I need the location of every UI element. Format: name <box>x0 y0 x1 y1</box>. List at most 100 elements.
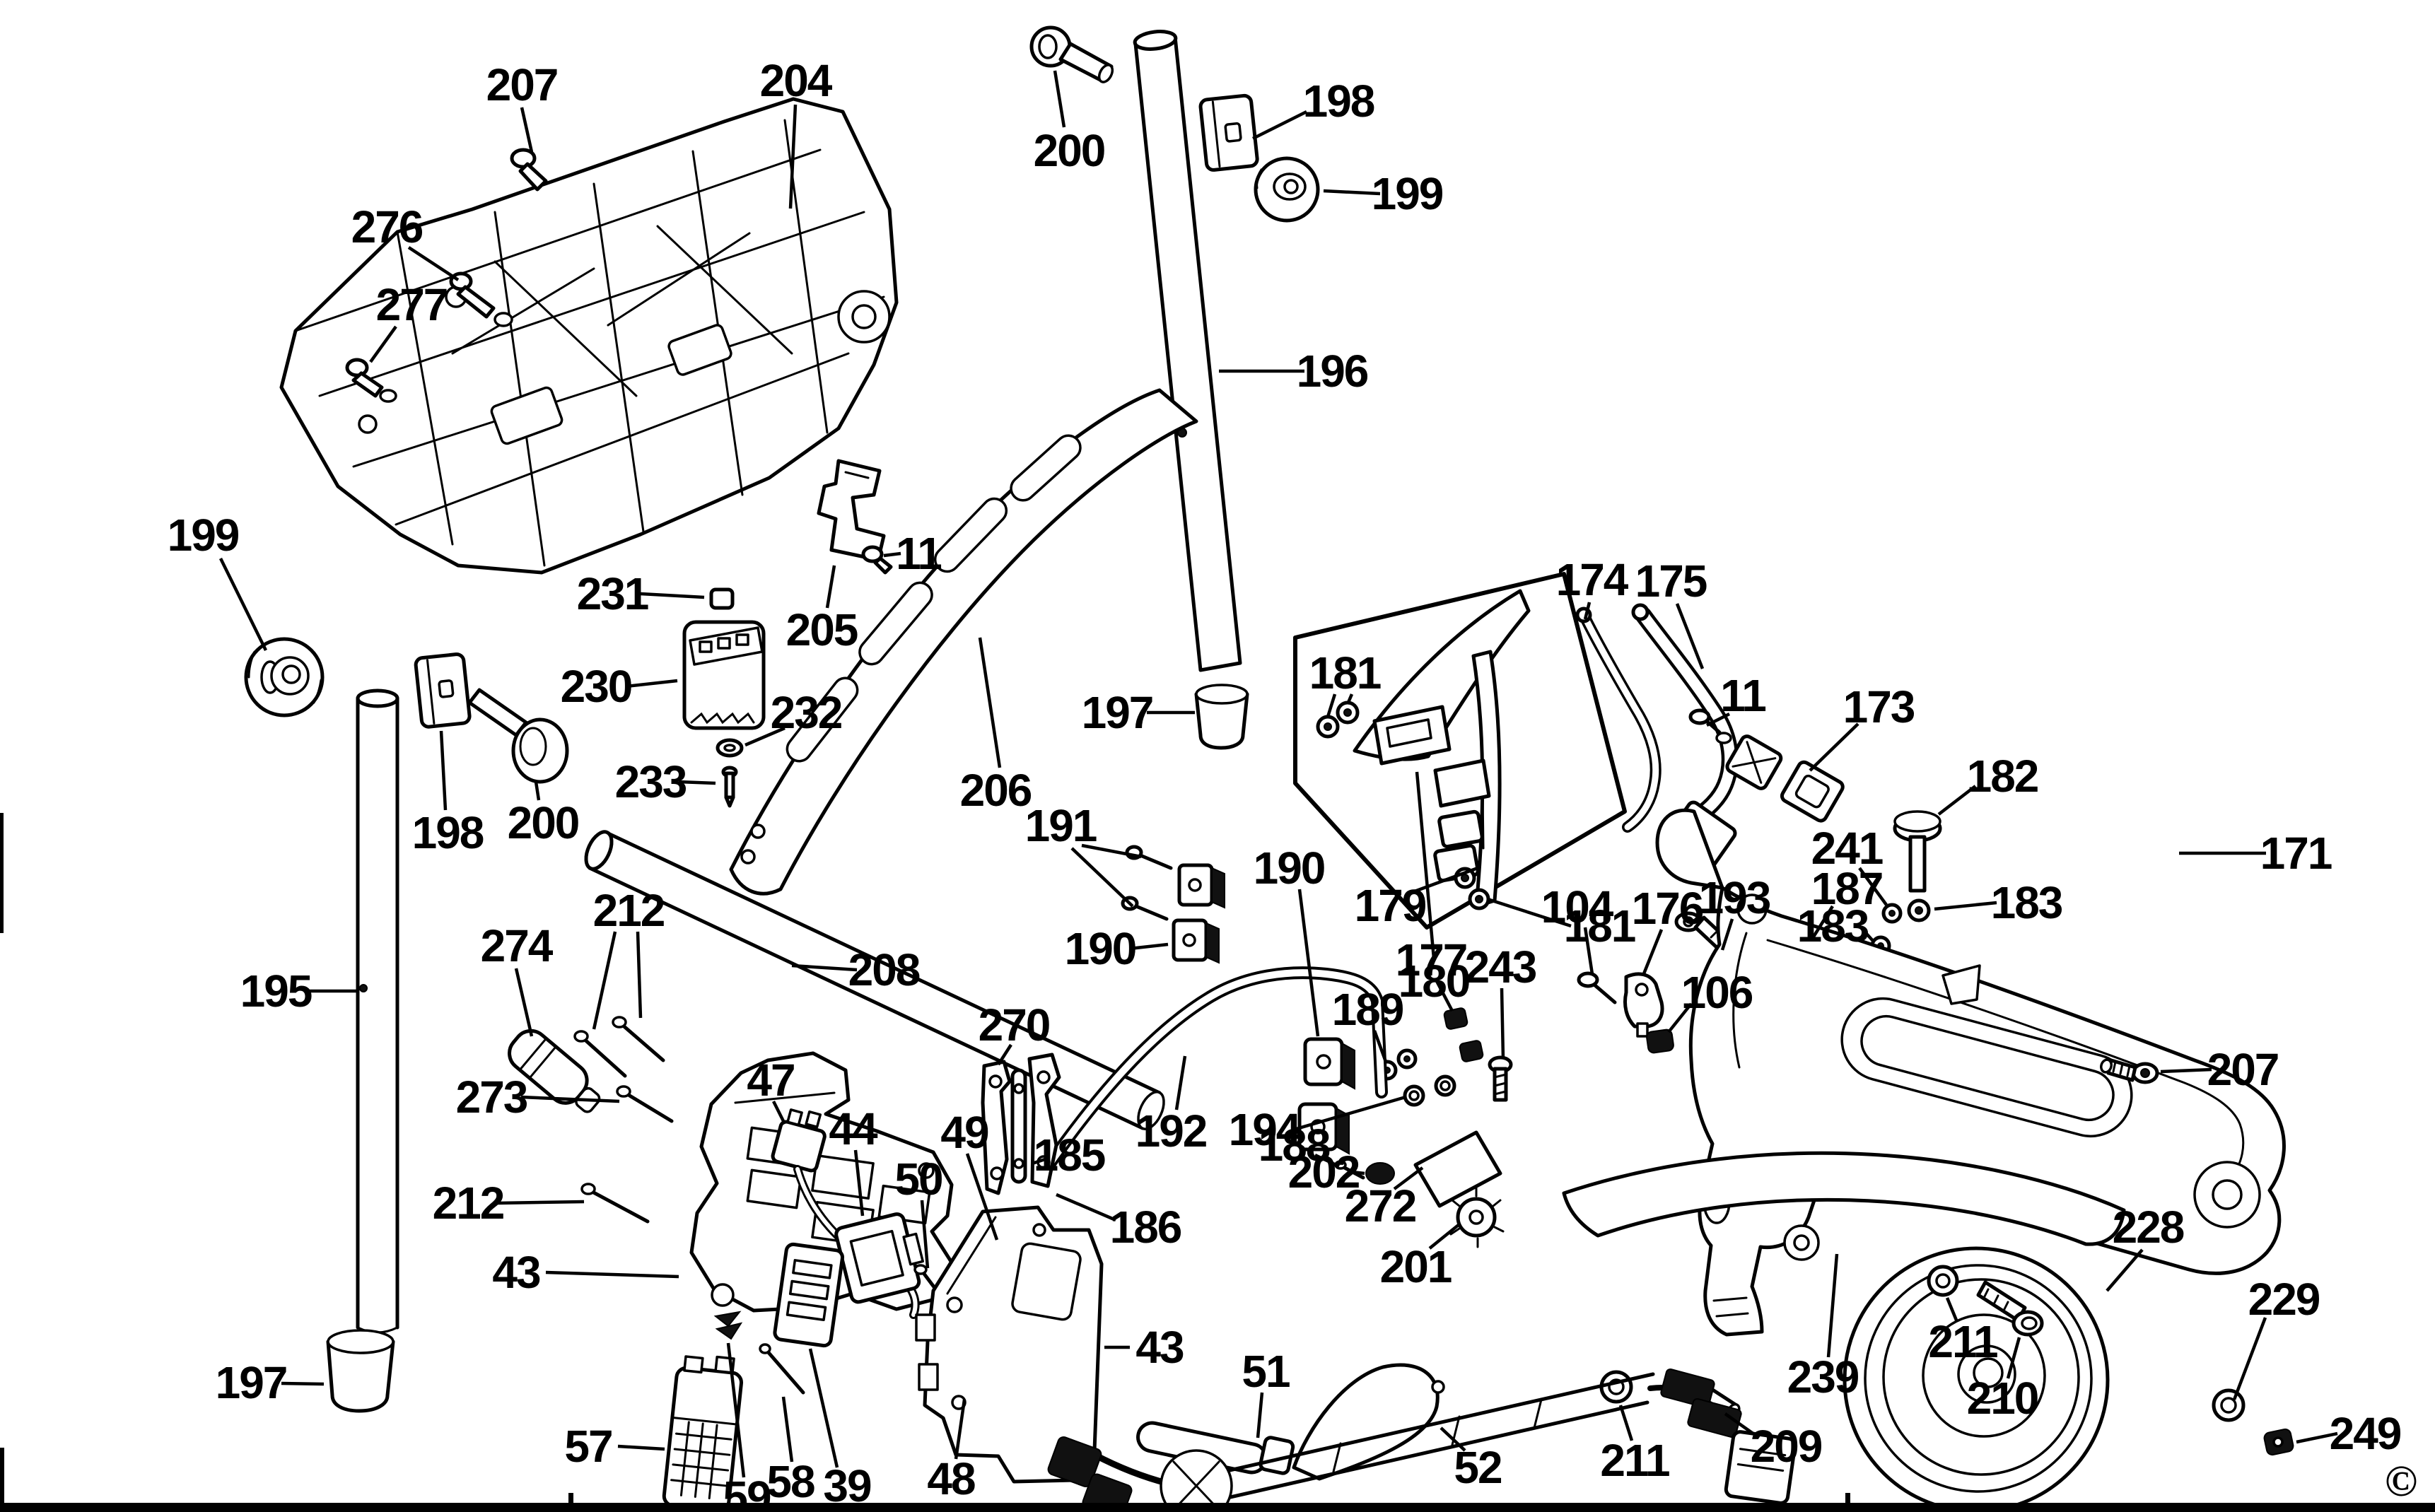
part-label-272: 272 <box>1345 1180 1416 1231</box>
leader-line-48 <box>954 1399 967 1460</box>
part-label-197: 197 <box>216 1357 287 1408</box>
leader-line-229 <box>2232 1317 2267 1400</box>
part-label-47: 47 <box>747 1055 794 1106</box>
part-label-243: 243 <box>1465 942 1536 992</box>
leader-line-185 <box>1032 1157 1046 1166</box>
part-label-177: 177 <box>1396 934 1467 985</box>
part-200-bolt-mid-drawing <box>467 688 569 784</box>
part-label-195: 195 <box>240 966 312 1016</box>
part-label-43: 43 <box>492 1247 540 1298</box>
part-label-185: 185 <box>1034 1130 1105 1180</box>
part-label-50: 50 <box>894 1154 942 1205</box>
part-174-wrench-drawing <box>1575 606 1662 833</box>
leader-line-201 <box>1428 1223 1461 1250</box>
part-204-main-frame-drawing <box>279 97 899 575</box>
part-239-curved-guard-drawing <box>1562 1151 2126 1246</box>
part-210-axle-bolt-drawing <box>1976 1280 2044 1337</box>
leader-line-47 <box>771 1100 787 1125</box>
part-label-197: 197 <box>1082 687 1153 738</box>
leader-line-197 <box>281 1381 325 1386</box>
page-borders <box>0 813 2435 1512</box>
part-label-274: 274 <box>481 920 554 971</box>
part-58-pin-drawing <box>759 1343 805 1395</box>
leader-line-190 <box>1297 889 1320 1037</box>
part-label-194: 194 <box>1229 1104 1302 1155</box>
leader-line-273 <box>520 1095 620 1103</box>
part-label-229: 229 <box>2248 1274 2320 1325</box>
part-label-180: 180 <box>1398 956 1470 1007</box>
leader-line-230 <box>626 679 678 688</box>
part-197-foot-left-drawing <box>326 1329 395 1413</box>
part-198-clip-top-drawing <box>1198 93 1259 172</box>
part-205-bracket-drawing <box>817 459 886 562</box>
part-label-207: 207 <box>2207 1044 2279 1095</box>
leader-line-104 <box>1583 927 1594 975</box>
leader-line-199 <box>1323 189 1381 196</box>
leader-line-44 <box>853 1149 865 1217</box>
leader-line-181 <box>1326 693 1337 717</box>
leader-line-210 <box>2006 1337 2021 1379</box>
leader-line-209 <box>1724 1412 1760 1439</box>
part-label-187: 187 <box>1811 863 1883 914</box>
part-label-200: 200 <box>1034 125 1105 176</box>
part-label-198: 198 <box>412 807 484 858</box>
part-label-199: 199 <box>168 510 239 561</box>
leader-line-188 <box>1314 1153 1340 1168</box>
part-197-ferrule-right-drawing <box>1194 684 1249 750</box>
leader-line-176 <box>1641 929 1664 976</box>
part-label-270: 270 <box>979 1000 1050 1050</box>
leader-line-207 <box>2160 1067 2212 1074</box>
part-label-232: 232 <box>771 687 842 738</box>
part-243-screw-drawing <box>1488 1055 1513 1102</box>
leader-line-232 <box>744 726 786 747</box>
part-202-grommet-drawing <box>1365 1162 1395 1185</box>
part-label-39: 39 <box>823 1460 871 1511</box>
leader-line-190 <box>1129 942 1169 951</box>
part-label-52: 52 <box>1454 1442 1502 1493</box>
leader-line-200 <box>1053 70 1066 128</box>
part-label-230: 230 <box>561 661 632 712</box>
leader-line-11 <box>1705 712 1731 727</box>
part-104-176-106-fasteners-drawing <box>1577 971 1674 1054</box>
part-label-207: 207 <box>486 59 558 110</box>
part-label-181: 181 <box>1309 647 1381 698</box>
leader-line-200 <box>534 781 541 801</box>
part-label-228: 228 <box>2113 1202 2184 1253</box>
part-label-181: 181 <box>1564 901 1635 951</box>
leader-line-211 <box>1618 1405 1634 1441</box>
part-label-205: 205 <box>786 604 858 655</box>
part-label-193: 193 <box>1699 872 1770 923</box>
leader-line-58 <box>781 1396 794 1463</box>
leader-line-211 <box>1945 1297 1959 1323</box>
leader-line-249 <box>2296 1431 2338 1444</box>
leader-line-182 <box>1937 785 1977 816</box>
part-label-198: 198 <box>1303 76 1374 127</box>
leader-line-192 <box>1174 1055 1187 1110</box>
leader-line-194 <box>1293 1095 1406 1132</box>
copyright-symbol: © <box>2385 1458 2417 1506</box>
part-label-188: 188 <box>1259 1120 1330 1171</box>
part-201-gear-clamp-drawing <box>1449 1186 1505 1248</box>
part-272-label-plate-drawing <box>1413 1130 1502 1208</box>
leader-line-189 <box>1372 1030 1388 1062</box>
part-label-249: 249 <box>2330 1408 2401 1459</box>
leader-line-228 <box>2106 1248 2144 1292</box>
part-label-11: 11 <box>1720 670 1765 721</box>
part-11-screw-left-drawing <box>861 545 893 575</box>
part-11-173-fasteners-drawing <box>1688 708 1845 823</box>
leader-line-183 <box>1934 901 1997 911</box>
leader-line-49 <box>965 1153 999 1241</box>
part-249-nut-drawing <box>2263 1428 2294 1456</box>
leader-line-181 <box>1345 693 1354 705</box>
part-label-173: 173 <box>1843 681 1915 732</box>
part-label-174: 174 <box>1556 554 1629 605</box>
part-label-104: 104 <box>1541 881 1614 932</box>
part-198-clip-mid-drawing <box>414 652 472 729</box>
part-207-screw-top-drawing <box>510 148 548 192</box>
part-label-58: 58 <box>766 1456 814 1507</box>
part-44-switch-drawing <box>834 1212 924 1304</box>
leader-line-204 <box>788 104 798 209</box>
leader-line-277 <box>369 325 397 363</box>
part-label-212: 212 <box>433 1178 504 1229</box>
